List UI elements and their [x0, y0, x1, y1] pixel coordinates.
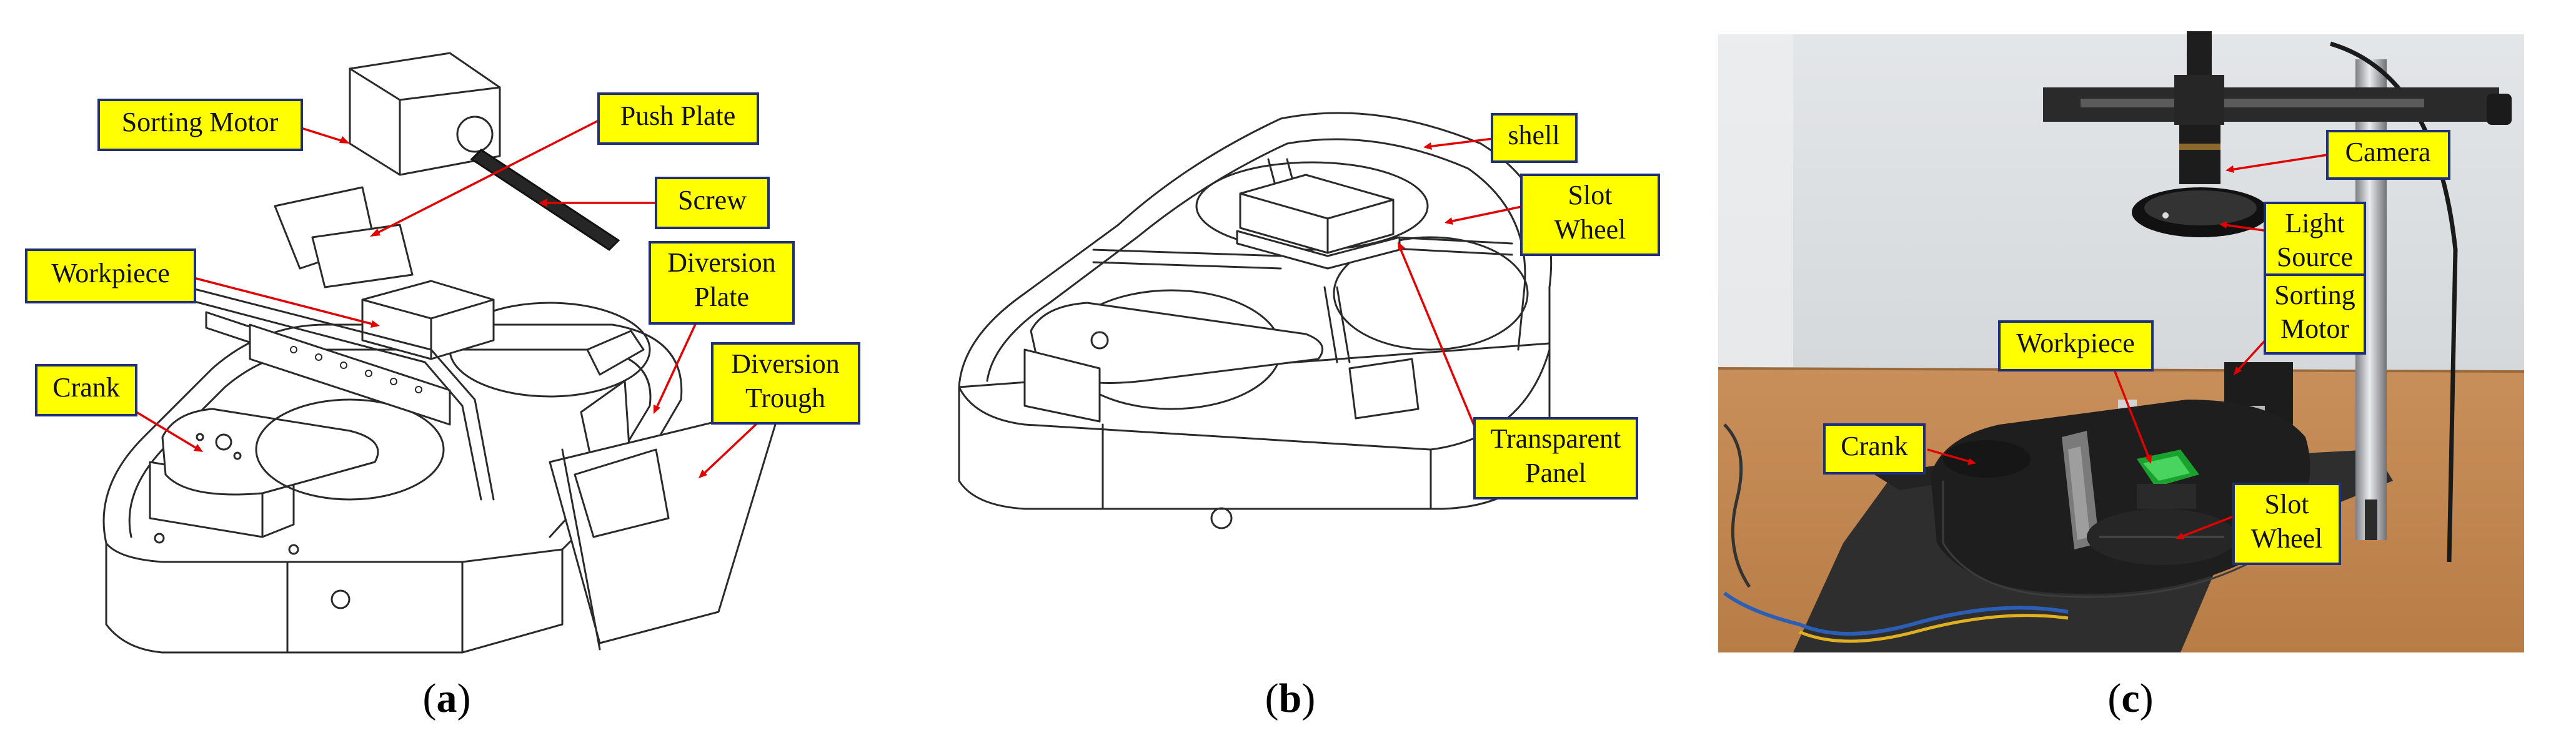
label-workpiece-a: Workpiece	[51, 258, 169, 288]
callout-workpiece-a: Workpiece	[25, 248, 196, 303]
callout-slot-wheel-b: Slot Wheel	[1520, 174, 1660, 256]
arrow-camera-c	[2225, 154, 2328, 173]
label-camera-c: Camera	[2345, 137, 2431, 167]
arrow-screw-a	[539, 199, 656, 207]
arrow-light-source-c	[2219, 221, 2269, 232]
arrow-sorting-motor-a	[301, 127, 350, 144]
callout-slot-wheel-c: Slot Wheel	[2232, 483, 2341, 565]
callout-transparent-panel-b: Transparent Panel	[1473, 417, 1638, 499]
panel-a-drawing	[102, 52, 782, 654]
arrow-diversion-trough-a	[699, 420, 760, 478]
label-light-source-c-line2: Source	[2277, 242, 2353, 272]
label-slot-wheel-c-line1: Slot	[2265, 489, 2309, 519]
callout-crank-c: Crank	[1823, 423, 1926, 475]
label-screw-a: Screw	[678, 185, 747, 215]
callout-sorting-motor-c: Sorting Motor	[2264, 273, 2366, 355]
label-diversion-plate-a-line1: Diversion	[667, 247, 776, 278]
label-crank-c: Crank	[1841, 431, 1908, 461]
panel-a-arrows	[134, 119, 760, 478]
label-slot-wheel-c-line2: Wheel	[2251, 523, 2323, 554]
arrow-push-plate-a	[370, 119, 600, 237]
caption-a: (a)	[423, 676, 471, 721]
arrow-crank-c	[1927, 448, 1976, 465]
callout-crank-a: Crank	[35, 364, 137, 416]
arrow-transparent-panel-b	[1398, 242, 1479, 435]
callout-diversion-trough-a: Diversion Trough	[711, 342, 860, 425]
arrow-shell-b	[1423, 137, 1494, 150]
arrow-slot-wheel-c	[2176, 514, 2237, 539]
caption-c: (c)	[2107, 676, 2153, 721]
panel-b-arrows	[1398, 137, 1525, 435]
panel-b-drawing	[958, 112, 1553, 529]
callout-screw-a: Screw	[655, 177, 770, 229]
callout-diversion-plate-a: Diversion Plate	[649, 241, 795, 325]
label-diversion-trough-a-line2: Trough	[745, 383, 825, 413]
label-crank-a: Crank	[52, 372, 120, 403]
label-transparent-panel-b-line1: Transparent	[1491, 423, 1621, 454]
label-transparent-panel-b-line2: Panel	[1525, 458, 1586, 488]
label-workpiece-c: Workpiece	[2016, 328, 2134, 358]
arrow-workpiece-a	[193, 277, 380, 328]
arrow-crank-a	[134, 410, 203, 452]
callout-camera-c: Camera	[2326, 130, 2450, 180]
callout-workpiece-c: Workpiece	[1998, 320, 2154, 371]
arrow-workpiece-c	[2114, 371, 2152, 464]
callout-light-source-c: Light Source	[2264, 202, 2366, 283]
label-diversion-plate-a-line2: Plate	[694, 282, 749, 312]
label-sorting-motor-c-line2: Motor	[2280, 313, 2349, 344]
label-push-plate-a: Push Plate	[620, 101, 736, 131]
callout-shell-b: shell	[1491, 113, 1578, 163]
label-diversion-trough-a-line1: Diversion	[731, 348, 840, 379]
label-slot-wheel-b-line2: Wheel	[1554, 214, 1626, 245]
caption-b: (b)	[1265, 676, 1316, 721]
label-light-source-c-line1: Light	[2285, 208, 2344, 239]
panel-c-arrows	[1927, 154, 2328, 539]
callout-push-plate-a: Push Plate	[597, 92, 759, 145]
arrow-sorting-motor-c	[2234, 336, 2269, 375]
label-shell-b: shell	[1508, 120, 1559, 150]
callout-sorting-motor-a: Sorting Motor	[97, 99, 303, 151]
label-sorting-motor-a: Sorting Motor	[122, 107, 279, 137]
label-slot-wheel-b-line1: Slot	[1568, 180, 1613, 210]
label-sorting-motor-c-line1: Sorting	[2274, 280, 2355, 310]
arrow-diversion-plate-a	[654, 321, 698, 414]
arrow-slot-wheel-b	[1445, 205, 1525, 225]
